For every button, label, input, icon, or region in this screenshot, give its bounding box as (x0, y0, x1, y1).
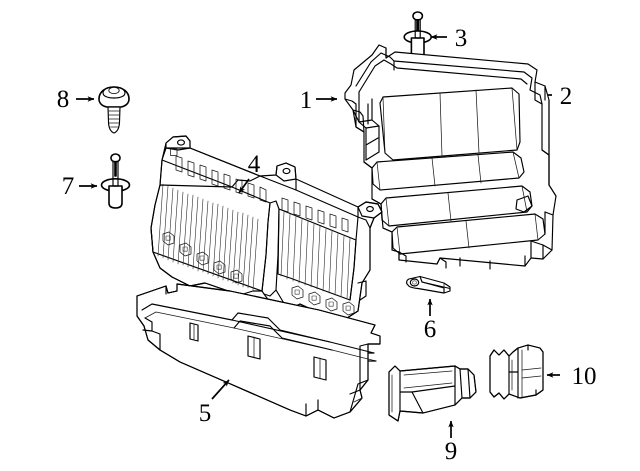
part-6-support-strut-bracket[interactable] (406, 275, 451, 294)
callout-5-label: 5 (199, 400, 212, 427)
callout-2-label: 2 (560, 83, 573, 110)
part-3-push-pin-rivet[interactable] (403, 11, 433, 60)
grille-bottom-tabs-left (162, 231, 243, 284)
callout-9-label: 9 (445, 438, 458, 465)
part-8-washer-head-screw[interactable] (98, 86, 130, 134)
part-10-air-guide-duct-right[interactable] (489, 344, 544, 400)
callout-6-label: 6 (424, 316, 437, 343)
part-4-grille-air-baffle[interactable] (150, 135, 383, 321)
part-1-air-duct-shroud[interactable] (344, 44, 557, 270)
part-9-air-guide-duct-left[interactable] (388, 365, 477, 422)
callout-10-label: 10 (572, 363, 597, 390)
grille-fins-right (280, 211, 351, 300)
grille-top-tabs-right (281, 197, 349, 233)
callout-8-label: 8 (57, 86, 70, 113)
part-7-push-pin-rivet[interactable] (100, 153, 131, 209)
callout-3-label: 3 (455, 25, 468, 52)
grille-bottom-tabs-right (291, 285, 355, 316)
grille-top-tabs-left (175, 155, 267, 203)
callout-4-label: 4 (248, 151, 261, 178)
callout-1-label: 1 (300, 87, 313, 114)
callout-5-leader (211, 379, 230, 400)
callout-4-leader (238, 178, 250, 194)
part-5-lower-air-deflector[interactable] (136, 283, 381, 419)
callout-7-label: 7 (62, 173, 75, 200)
